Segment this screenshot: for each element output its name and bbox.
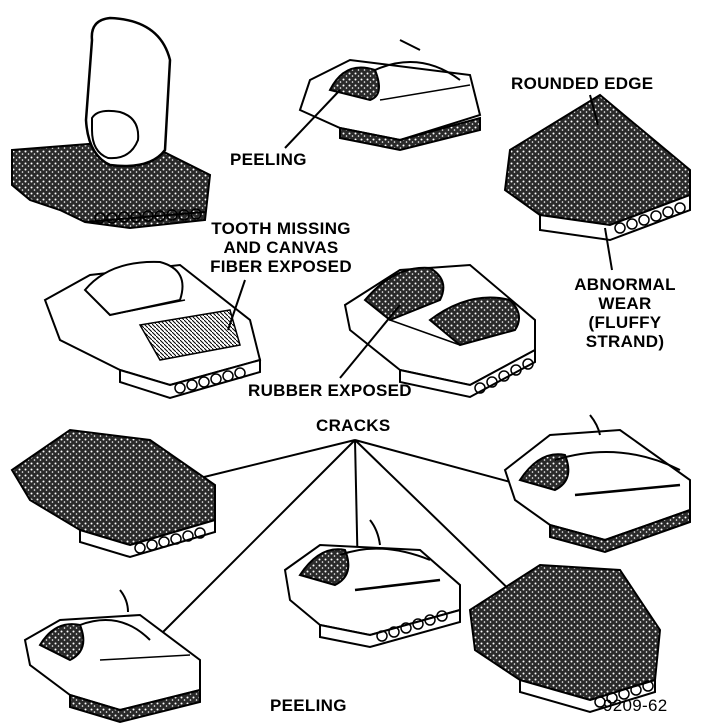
figure-number: 9209-62 — [603, 696, 668, 715]
label-peeling-bottom: PEELING — [270, 696, 347, 715]
belt-worn-bottom-right — [468, 563, 662, 714]
belt-cracks-right — [503, 414, 691, 554]
belt-peeling-top — [284, 39, 482, 152]
peeling-bottom-leader — [300, 660, 318, 688]
label-tooth-missing-line2: AND CANVAS — [223, 238, 339, 257]
belt-cracks-center — [283, 519, 461, 649]
label-peeling-top: PEELING — [230, 150, 307, 169]
label-abnormal-wear: ABNORMAL WEAR (FLUFFY STRAND) — [563, 275, 687, 351]
belt-rubber-exposed — [339, 263, 536, 399]
belt-tooth-missing — [43, 260, 262, 400]
label-abnormal-wear-line4: STRAND) — [585, 332, 665, 351]
label-cracks: CRACKS — [316, 416, 391, 435]
label-tooth-missing: TOOTH MISSING AND CANVAS FIBER EXPOSED — [190, 219, 372, 276]
label-rounded-edge: ROUNDED EDGE — [511, 74, 654, 93]
label-abnormal-wear-line1: ABNORMAL — [574, 275, 676, 294]
belt-worn-finger — [11, 16, 212, 230]
belt-peeling-bottom — [23, 589, 201, 724]
label-abnormal-wear-line2: WEAR — [598, 294, 652, 313]
label-tooth-missing-line1: TOOTH MISSING — [211, 219, 351, 238]
belt-cracks-left — [10, 428, 216, 559]
belt-rounded-edge — [503, 93, 691, 271]
label-rubber-exposed: RUBBER EXPOSED — [248, 381, 412, 400]
label-tooth-missing-line3: FIBER EXPOSED — [210, 257, 352, 276]
label-abnormal-wear-line3: (FLUFFY — [588, 313, 662, 332]
